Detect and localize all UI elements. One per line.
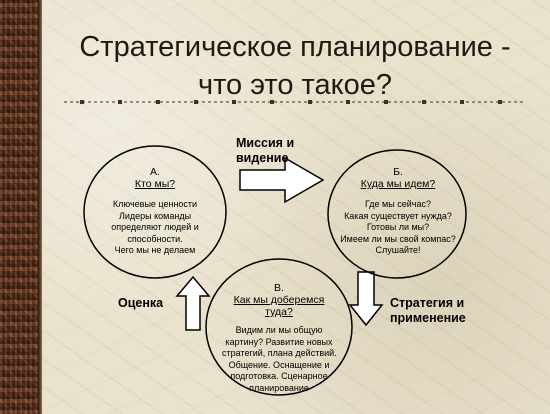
page-title: Стратегическое планирование - что это та…: [60, 28, 530, 104]
circle-c-letter: В.: [274, 282, 284, 294]
circle-b-line: Слушайте!: [375, 245, 421, 255]
circle-b: [327, 149, 467, 279]
circle-a-heading: Кто мы?: [134, 178, 176, 190]
circle-c: [205, 258, 353, 396]
circle-a-line: способности.: [127, 233, 183, 244]
circle-b-letter: Б.: [393, 166, 403, 178]
circle-b-line: Где мы сейчас?: [365, 199, 431, 209]
circle-b-line: Какая существует нужда?: [344, 210, 452, 221]
circle-a: [83, 145, 227, 279]
arrow-right-label-line: Стратегия и: [390, 296, 465, 310]
circle-a-letter: А.: [150, 166, 160, 178]
circle-c-line: подготовка. Сценарное: [230, 371, 328, 381]
circle-c-heading: Как мы доберемся: [233, 294, 325, 306]
circle-c-line: планирование: [249, 382, 309, 393]
circle-b-heading: Куда мы идем?: [360, 178, 436, 190]
circle-c-line: картину? Развитие новых: [225, 336, 333, 347]
circle-a-line: определяют людей и: [111, 222, 199, 232]
arrow-top-label-line: Миссия и: [236, 136, 295, 150]
arrow-left-label: Оценка: [118, 296, 164, 310]
circle-a-line: Ключевые ценности: [112, 199, 198, 209]
arrow-right: [239, 156, 325, 204]
circle-c-content: В. Как мы доберемся туда? Видим ли мы об…: [222, 282, 337, 394]
title-line-2: что это такое?: [197, 69, 393, 101]
sidebar-edge: [38, 0, 42, 414]
title-divider: [64, 100, 524, 104]
circle-c-line: Общение. Оснащение и: [228, 359, 330, 370]
arrow-right-label: Стратегия и применение: [390, 296, 466, 326]
wood-sidebar: [0, 0, 38, 414]
title-line-1: Стратегическое планирование -: [79, 31, 511, 63]
arrow-down: [348, 271, 384, 327]
arrow-up: [175, 275, 211, 331]
arrow-top-label-line: видение: [236, 151, 289, 165]
circle-b-line: Имеем ли мы свой компас?: [340, 233, 456, 244]
circle-c-heading: туда?: [265, 306, 293, 318]
circle-a-content: А. Кто мы? Ключевые ценности Лидеры кома…: [100, 166, 210, 257]
arrow-right-label-line: применение: [390, 311, 466, 325]
circle-b-content: Б. Куда мы идем? Где мы сейчас? Какая су…: [337, 166, 459, 257]
circle-a-line: Чего мы не делаем: [114, 245, 196, 255]
circle-a-line: Лидеры команды: [118, 210, 192, 221]
circle-c-line: Видим ли мы общую: [235, 325, 323, 335]
arrow-top-label: Миссия и видение: [236, 136, 294, 166]
circle-b-line: Готовы ли мы?: [366, 222, 430, 232]
circle-c-line: стратегий, плана действий.: [222, 348, 337, 358]
